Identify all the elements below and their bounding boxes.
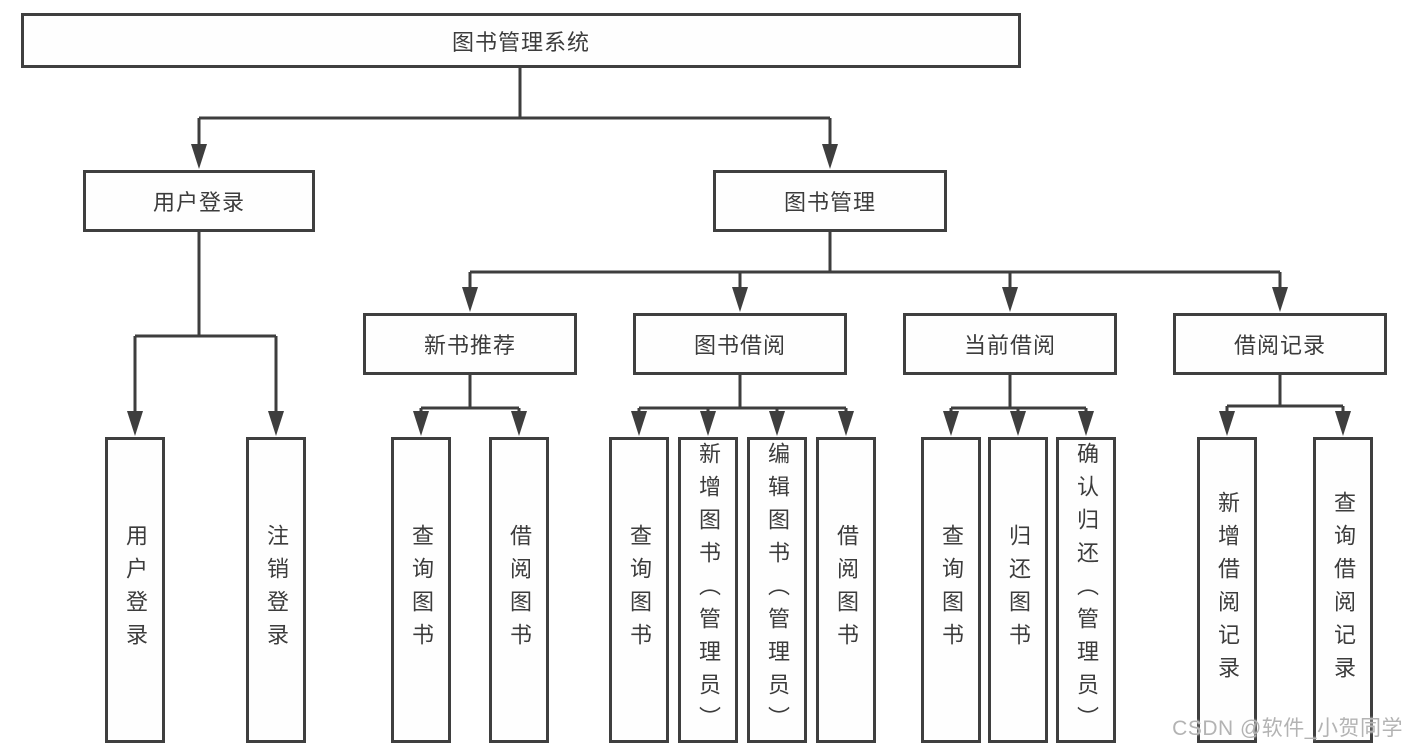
node-label: 图书管理系统	[451, 29, 590, 55]
node-label: 查询图书	[409, 524, 434, 656]
node-current-borrowing: 当前借阅	[903, 313, 1117, 375]
leaf-logout: 注销登录	[246, 437, 306, 743]
leaf-add-books-admin: 新增图书（管理员）	[678, 437, 738, 743]
leaf-query-borrowing-record: 查询借阅记录	[1313, 437, 1373, 743]
leaf-borrow-books-recommend: 借阅图书	[489, 437, 549, 743]
node-label: 编辑图书（管理员）	[765, 441, 790, 739]
leaf-user-login: 用户登录	[105, 437, 165, 743]
node-label: 确认归还（管理员）	[1074, 441, 1099, 739]
node-label: 归还图书	[1006, 524, 1031, 656]
node-label: 注销登录	[264, 524, 289, 656]
leaf-confirm-return-admin: 确认归还（管理员）	[1056, 437, 1116, 743]
node-borrowing-records: 借阅记录	[1173, 313, 1387, 375]
leaf-return-books: 归还图书	[988, 437, 1048, 743]
node-label: 查询借阅记录	[1331, 491, 1356, 689]
leaf-query-books-current: 查询图书	[921, 437, 981, 743]
node-label: 新书推荐	[423, 333, 516, 358]
leaf-query-books-borrow: 查询图书	[609, 437, 669, 743]
node-label: 用户登录	[152, 190, 245, 215]
node-label: 借阅记录	[1233, 333, 1326, 358]
node-label: 查询图书	[627, 524, 652, 656]
node-label: 新增图书（管理员）	[696, 441, 721, 739]
node-label: 借阅图书	[834, 524, 859, 656]
node-root-library-management-system: 图书管理系统	[21, 13, 1021, 68]
node-label: 查询图书	[939, 524, 964, 656]
node-book-management: 图书管理	[713, 170, 947, 232]
node-label: 图书管理	[783, 190, 876, 215]
node-book-borrowing: 图书借阅	[633, 313, 847, 375]
node-new-book-recommendation: 新书推荐	[363, 313, 577, 375]
leaf-borrow-books: 借阅图书	[816, 437, 876, 743]
node-user-login: 用户登录	[83, 170, 315, 232]
node-label: 新增借阅记录	[1215, 491, 1240, 689]
leaf-query-books-recommend: 查询图书	[391, 437, 451, 743]
node-label: 用户登录	[123, 524, 148, 656]
csdn-watermark: CSDN @软件_小贺同学	[1172, 717, 1403, 740]
node-label: 借阅图书	[507, 524, 532, 656]
leaf-edit-books-admin: 编辑图书（管理员）	[747, 437, 807, 743]
node-label: 图书借阅	[693, 333, 786, 358]
node-label: 当前借阅	[963, 333, 1056, 358]
leaf-add-borrowing-record: 新增借阅记录	[1197, 437, 1257, 743]
